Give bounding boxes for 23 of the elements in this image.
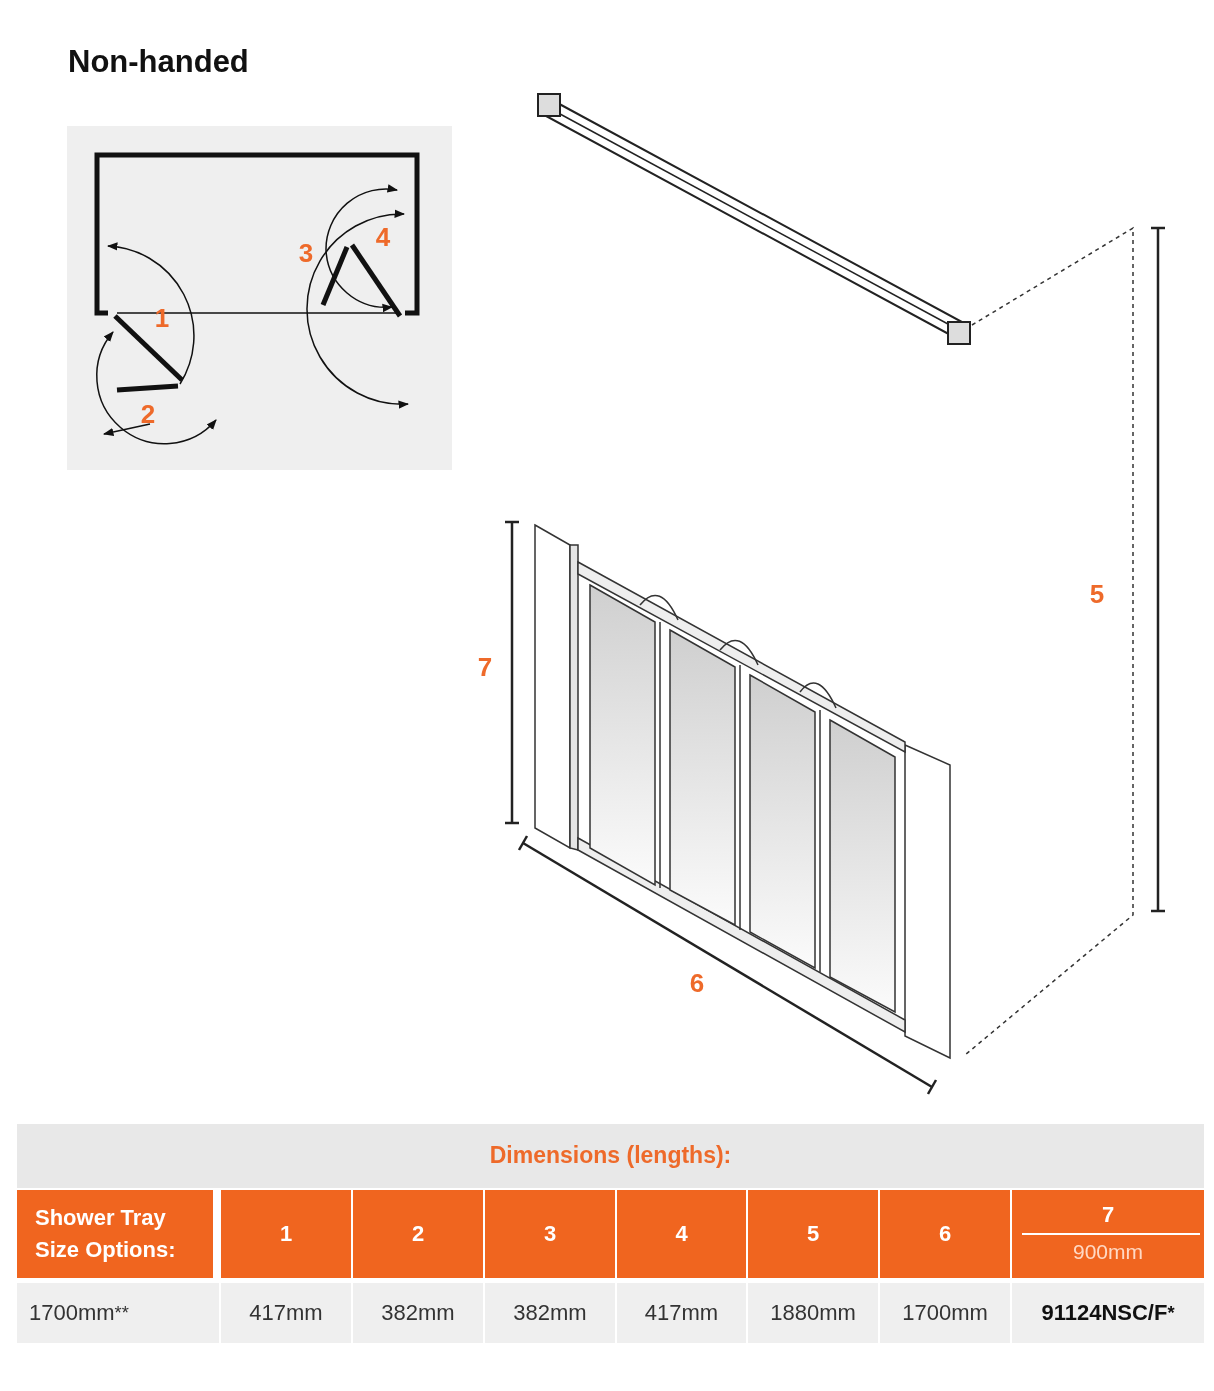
column-number: 7	[1100, 1202, 1116, 1228]
callout-number: 4	[375, 221, 391, 253]
table-header-cell: 3	[485, 1190, 615, 1278]
table-data-cell: 1700mm	[880, 1283, 1010, 1343]
table-header-cell: 6	[880, 1190, 1010, 1278]
table-header-cell: 1	[221, 1190, 351, 1278]
callout-number: 6	[689, 967, 705, 999]
table-header-cell: 4	[617, 1190, 746, 1278]
table-header-cell: 5	[748, 1190, 878, 1278]
table-data-cell: 382mm	[353, 1283, 483, 1343]
table-data-cell: 417mm	[617, 1283, 746, 1343]
callout-number: 5	[1089, 578, 1105, 610]
table-data-cell: 1880mm	[748, 1283, 878, 1343]
table-header-cell: Shower Tray Size Options:	[17, 1190, 213, 1278]
table-data-cell: 417mm	[221, 1283, 351, 1343]
table-header-cell: 2	[353, 1190, 483, 1278]
table-title: Dimensions (lengths):	[488, 1142, 733, 1169]
callout-number: 2	[140, 398, 156, 430]
diagram-title: Non-handed	[68, 44, 249, 80]
dimension-value: 900mm	[1072, 1240, 1144, 1264]
callout-number: 7	[477, 651, 493, 683]
callout-number: 3	[298, 237, 314, 269]
table-data-cell: 382mm	[485, 1283, 615, 1343]
